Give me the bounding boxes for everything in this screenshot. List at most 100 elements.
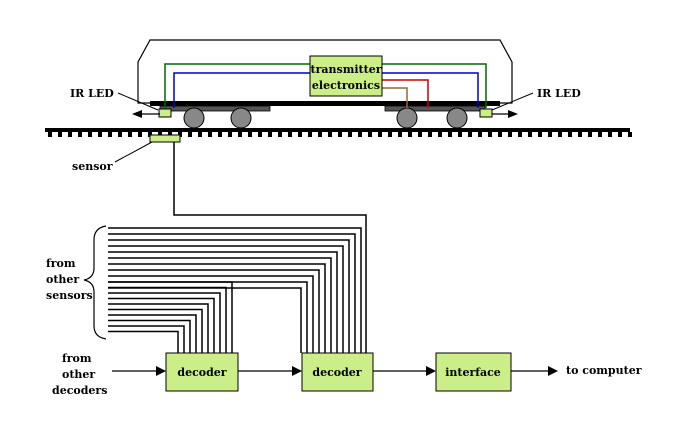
transmitter-label-line2: electronics (312, 79, 380, 92)
sensor-wire-to-decoder-1 (108, 303, 209, 353)
wire-red (380, 79, 429, 108)
rail-tie (298, 132, 302, 137)
rail-tie (218, 132, 222, 137)
ir-beam-left-arrowhead (132, 110, 142, 118)
ir-led-left-label: IR LED (70, 87, 114, 100)
ir-led-right-label: IR LED (537, 87, 581, 100)
rail-tie (58, 132, 62, 137)
from-other-decoders-line3: decoders (52, 384, 107, 397)
rail-tie (408, 132, 412, 137)
sensor-wire-to-decoder-1 (108, 297, 215, 353)
rail-tie (98, 132, 102, 137)
decoder-1-label: decoder (177, 366, 226, 379)
ir-led-left (158, 108, 172, 118)
rail-tie (418, 132, 422, 137)
ir-beam-right-arrowhead (508, 110, 518, 118)
rail-tie (308, 132, 312, 137)
decoder-2-label: decoder (312, 366, 361, 379)
rail-tie (138, 132, 142, 137)
interface-label: interface (445, 366, 501, 379)
decoder-2-box (301, 352, 374, 392)
interface-box (435, 352, 512, 392)
rail-tie (258, 132, 262, 137)
sensor-wire-bundle-decoder-1 (108, 281, 233, 353)
arrow-decoder-1-to-decoder-2-head (292, 366, 302, 376)
rail-tie (238, 132, 242, 137)
rail-tie (338, 132, 342, 137)
rail-tie (448, 132, 452, 137)
rail-tie (508, 132, 512, 137)
rail-tie (288, 132, 292, 137)
rail-tie (348, 132, 352, 137)
rail-tie (78, 132, 82, 137)
rail-tie (578, 132, 582, 137)
rail-tie (358, 132, 362, 137)
rail-tie (598, 132, 602, 137)
sensor-wire-to-decoder-2 (108, 269, 320, 353)
car-floor (150, 101, 500, 106)
from-other-sensors-line2: other (46, 273, 79, 286)
arrow-to-computer-head (548, 366, 558, 376)
rail-tie (568, 132, 572, 137)
wheel (183, 107, 205, 129)
rail-tie (278, 132, 282, 137)
rail-tie (368, 132, 372, 137)
rail-tie (388, 132, 392, 137)
rail-tie (498, 132, 502, 137)
arrow-decoder-2-to-interface-head (426, 366, 436, 376)
sensor-wire-to-decoder-1 (108, 325, 185, 353)
from-other-decoders-line1: from (62, 352, 92, 365)
rail-tie (518, 132, 522, 137)
rail-tie (68, 132, 72, 137)
rail-tie (528, 132, 532, 137)
rail-tie (618, 132, 622, 137)
rail-tie (88, 132, 92, 137)
sensor-pointer (114, 141, 153, 163)
rail-tie (588, 132, 592, 137)
wheel (396, 107, 418, 129)
rail-tie (478, 132, 482, 137)
from-other-decoders-line2: other (62, 368, 95, 381)
rail-tie (268, 132, 272, 137)
sensor-wire-to-decoder-2 (108, 257, 332, 353)
sensor-pad (149, 134, 181, 143)
rail-tie (108, 132, 112, 137)
sensor-wire-to-decoder-1 (108, 319, 191, 353)
sensor-wire-to-decoder-2 (108, 281, 308, 353)
ir-led-right (479, 108, 493, 118)
rail-tie (248, 132, 252, 137)
ir-led-left-pointer (117, 92, 159, 111)
bogie-left (159, 105, 271, 112)
brace (83, 225, 107, 340)
rail-tie (48, 132, 52, 137)
from-other-sensors-line1: from (46, 257, 76, 270)
wheel (446, 107, 468, 129)
rail-tie (198, 132, 202, 137)
rail-tie (228, 132, 232, 137)
rail-tie (328, 132, 332, 137)
sensor-wire-to-decoder-1 (108, 292, 221, 353)
sensor-wire-to-decoder-2 (108, 263, 326, 353)
sensor-wire-bundle-decoder-2 (108, 227, 362, 353)
from-other-sensors-line3: sensors (46, 289, 93, 302)
rail-ties (48, 132, 632, 137)
rail-tie (458, 132, 462, 137)
rail-tie (468, 132, 472, 137)
rail-tie (438, 132, 442, 137)
rail-tie (608, 132, 612, 137)
to-computer-label: to computer (566, 364, 642, 377)
sensor-wire-to-decoder-2 (108, 251, 338, 353)
rail-tie (428, 132, 432, 137)
arrow-to-decoder-1-head (156, 366, 166, 376)
sensor-wire-to-decoder-2 (108, 239, 350, 353)
wire-brown (380, 87, 408, 108)
rail-tie (128, 132, 132, 137)
rail-tie (118, 132, 122, 137)
wheel (230, 107, 252, 129)
rail (45, 128, 630, 132)
rail-tie (488, 132, 492, 137)
rail-tie (378, 132, 382, 137)
rail-tie (628, 132, 632, 137)
rail-tie (188, 132, 192, 137)
